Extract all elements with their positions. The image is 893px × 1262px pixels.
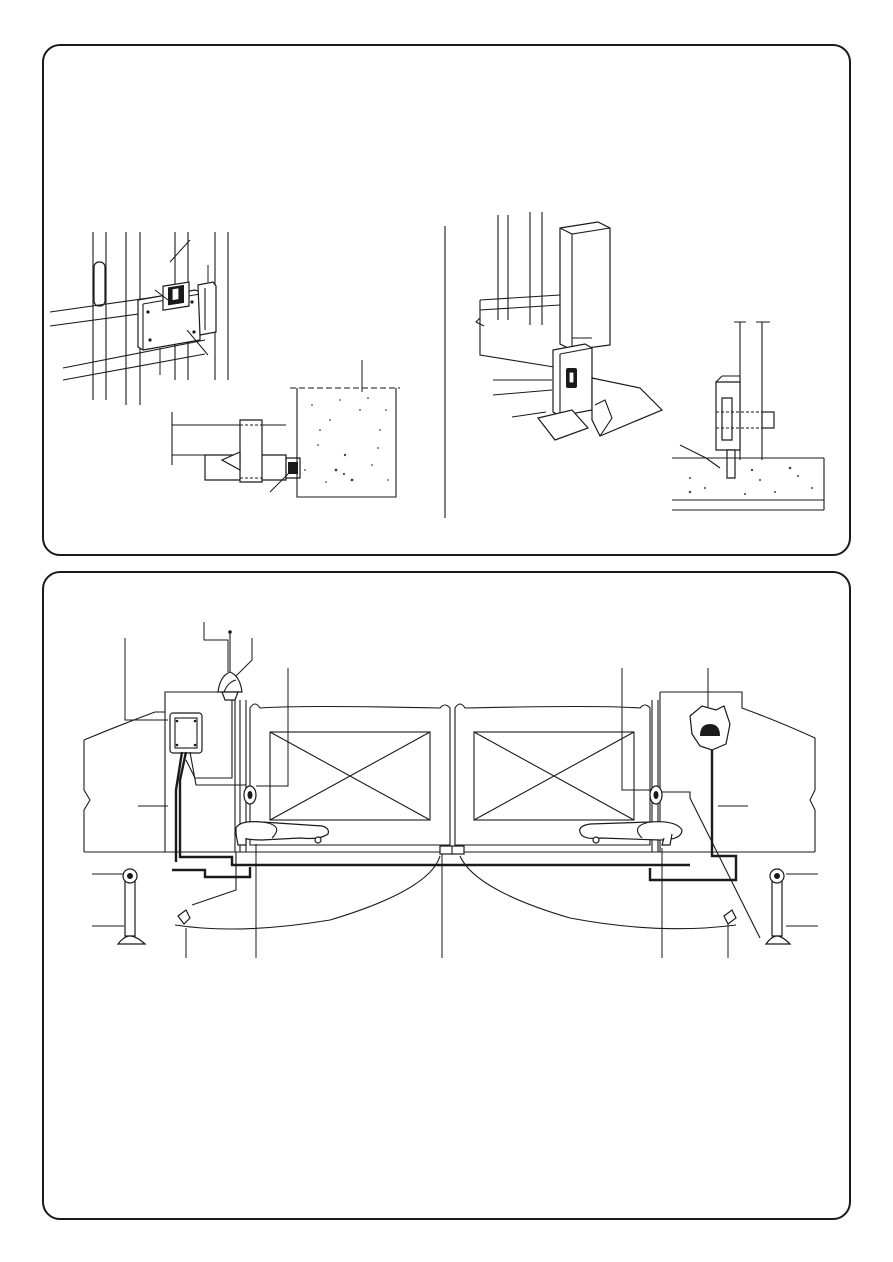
photocell-icon xyxy=(243,785,257,805)
callout-leaders xyxy=(92,622,818,958)
bottom-panel xyxy=(42,571,851,1220)
gear-motor-icon xyxy=(579,821,683,846)
cable-trench-right xyxy=(648,750,738,882)
floor-stop-icon xyxy=(723,909,737,925)
gate-stop-icon xyxy=(439,845,465,855)
right-gate-leaf xyxy=(454,703,651,846)
floor-stop-icon xyxy=(177,909,191,925)
right-wall xyxy=(659,691,816,852)
column-photocell-left xyxy=(116,868,147,945)
left-wall xyxy=(83,691,236,852)
electric-lock-icon xyxy=(552,343,593,417)
key-selector-icon xyxy=(689,705,731,751)
left-gate-leaf xyxy=(249,703,451,846)
electric-lock-floor-stop-view xyxy=(475,212,825,511)
right-swing-arc xyxy=(459,855,737,930)
control-box-icon xyxy=(169,712,203,754)
cable-trench-left xyxy=(178,751,690,867)
double-swing-gate-installation-overview xyxy=(83,622,818,958)
flashing-light-icon xyxy=(217,671,243,701)
concrete-texture xyxy=(304,397,389,483)
antenna-icon xyxy=(228,630,232,672)
left-swing-arc xyxy=(174,855,441,930)
gear-motor-icon xyxy=(235,821,329,846)
top-panel xyxy=(42,44,851,556)
manual-release-lock-side-view xyxy=(49,232,400,498)
column-photocell-right xyxy=(764,868,792,945)
photocell-icon xyxy=(649,785,663,805)
lock-icon xyxy=(137,281,201,351)
